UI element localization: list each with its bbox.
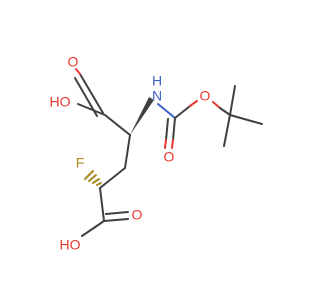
wedge-bond-c2-n: [130, 97, 154, 135]
atom-n-hydrogen: H: [152, 73, 162, 89]
bond-c1-o-double-a-end: [75, 68, 81, 75]
atom-o-lower-carbonyl: O: [132, 207, 143, 223]
bond-c3-o-double-a-end: [171, 139, 174, 149]
tert-butyl-group: [223, 85, 263, 147]
bond-c2-c4: [124, 134, 131, 169]
bond-c4-c5: [99, 167, 126, 189]
carbamate-group: [157, 100, 231, 149]
atom-o-carbamate-carbonyl: O: [164, 149, 175, 165]
molecule-structure: O HO N H O O F HO O: [50, 54, 263, 253]
bond-c3-o-double-b-end: [164, 139, 167, 149]
bond-tbu-methyl-top: [229, 85, 236, 116]
atom-oh-upper: HO: [50, 94, 71, 110]
bond-o-ctbu-start: [212, 101, 221, 109]
bond-c6-oh: [81, 220, 105, 237]
bond-c6-o-double-b: [105, 211, 129, 215]
bond-c3-o-double-b: [165, 118, 169, 141]
lower-carboxyl-group: [81, 187, 129, 237]
atom-n: N: [152, 88, 162, 104]
bond-c5-c6: [99, 187, 105, 222]
bond-c1-o-double-a: [79, 73, 104, 114]
atom-oh-lower: HO: [60, 237, 81, 253]
bond-o-ctbu: [219, 107, 231, 116]
bond-c6-o-double-a: [103, 218, 129, 222]
bond-c1-c2: [104, 114, 131, 136]
hashed-bond-c5-f: [84, 170, 102, 186]
atom-o-upper-carbonyl: O: [68, 54, 79, 70]
bond-n-c3: [157, 103, 176, 119]
bond-c3-o-single-end: [189, 100, 198, 107]
bond-c1-oh: [77, 103, 106, 116]
bond-tbu-methyl-bottom: [223, 114, 231, 147]
bond-c3-o-double-a: [172, 117, 176, 141]
atom-f: F: [76, 155, 85, 171]
upper-carboxyl-group: [74, 68, 106, 117]
bond-c3-o-single: [174, 105, 191, 119]
bond-tbu-methyl-right: [229, 114, 263, 125]
atom-o-carbamate-ester: O: [200, 88, 211, 104]
